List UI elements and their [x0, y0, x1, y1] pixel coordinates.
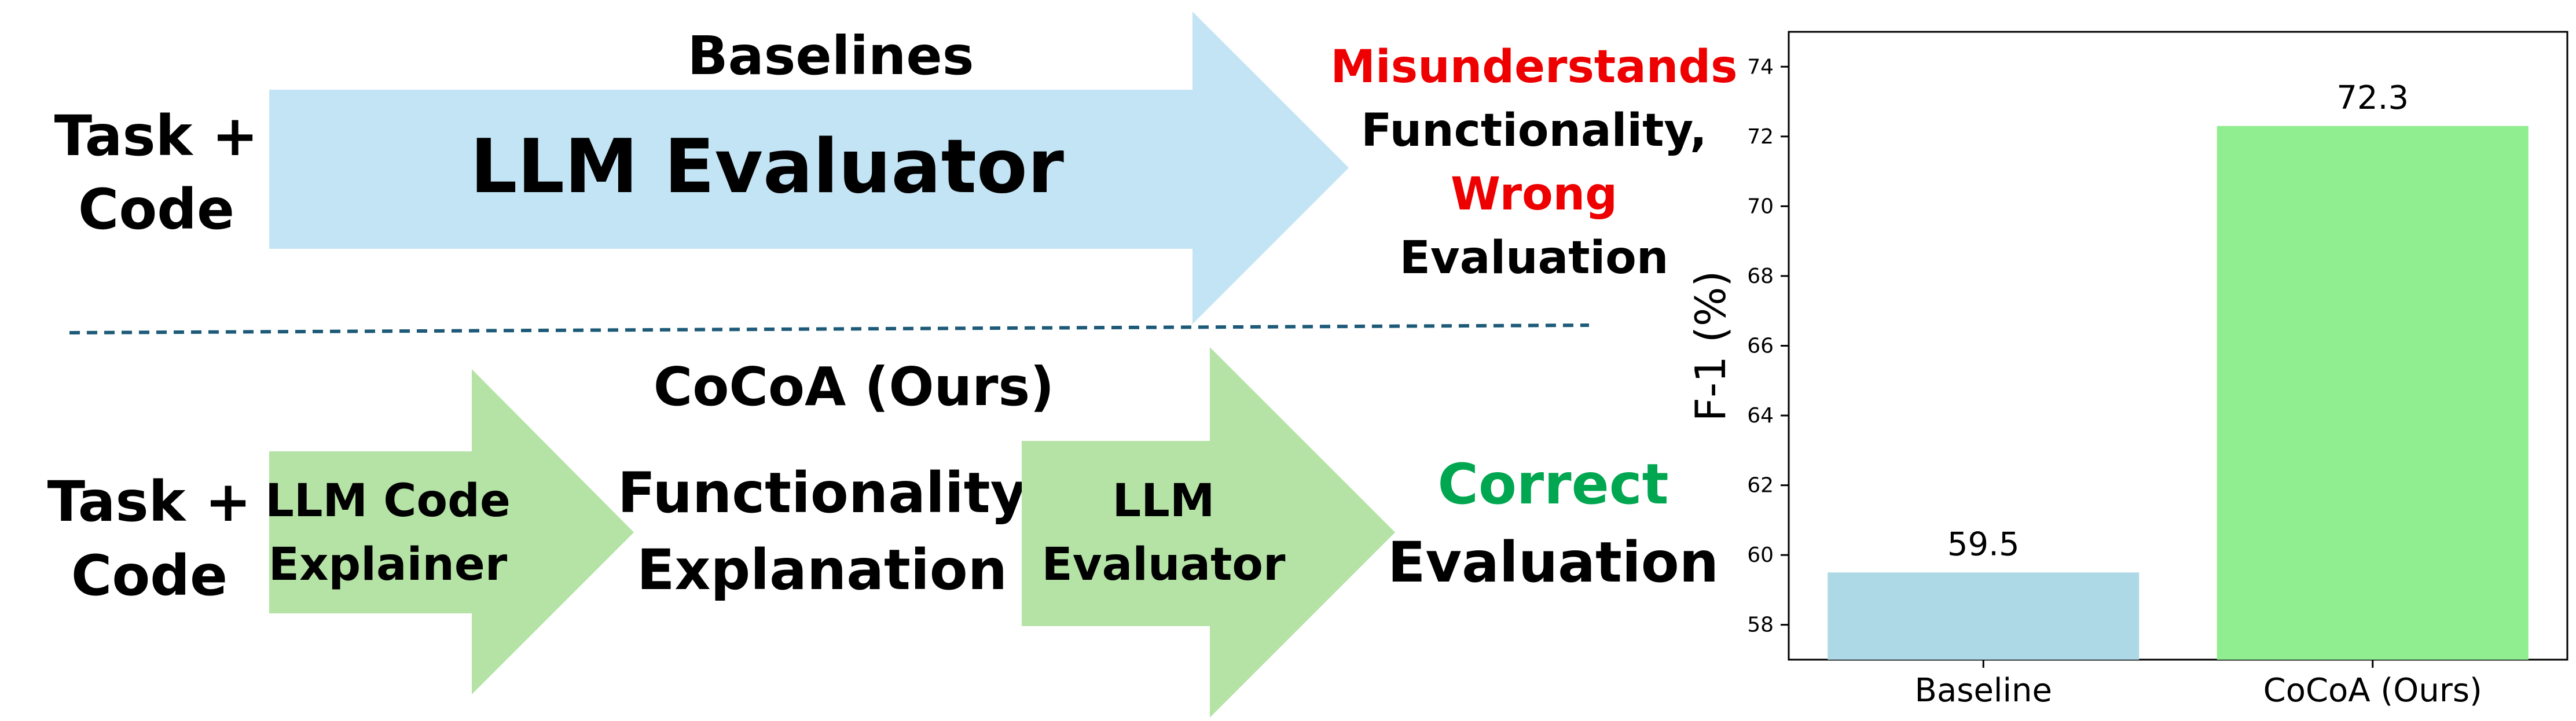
chart-bars: 59.5 72.3: [1828, 79, 2529, 660]
ours-middle-line1: Functionality: [618, 461, 1027, 525]
ours-step1-line1: LLM Code: [265, 475, 511, 527]
ours-heading: CoCoA (Ours): [654, 356, 1055, 418]
bar: [2217, 126, 2529, 660]
y-tick-label: 60: [1747, 543, 1774, 567]
baseline-arrow-label: LLM Evaluator: [470, 124, 1064, 210]
baseline-outcome-line4: Evaluation: [1400, 232, 1669, 284]
y-tick-label: 66: [1747, 334, 1774, 358]
bar-data-label: 59.5: [1947, 525, 2020, 563]
ours-input-line1: Task +: [47, 469, 252, 534]
baseline-heading: Baselines: [687, 25, 974, 87]
row-divider: [69, 323, 1590, 334]
baseline-input-line1: Task +: [54, 104, 259, 168]
y-tick-label: 62: [1747, 474, 1774, 498]
y-tick-label: 74: [1747, 55, 1774, 79]
bar-data-label: 72.3: [2336, 79, 2409, 117]
ours-step2-line1: LLM: [1112, 475, 1214, 527]
y-tick-label: 70: [1747, 194, 1774, 218]
ours-step1-line2: Explainer: [269, 539, 508, 591]
x-tick-label: Baseline: [1915, 672, 2052, 709]
baseline-big-arrow: [269, 12, 1349, 324]
x-tick-label: CoCoA (Ours): [2263, 672, 2482, 709]
x-axis-ticks: Baseline CoCoA (Ours): [1915, 660, 2482, 709]
y-tick-label: 58: [1747, 613, 1774, 637]
ours-step1-arrow: [269, 369, 634, 694]
y-axis-ticks: 58 60 62 64 66 68 70 72 74: [1747, 55, 1789, 637]
ours-middle-line2: Explanation: [637, 538, 1007, 602]
y-tick-label: 68: [1747, 264, 1774, 288]
y-tick-label: 72: [1747, 125, 1774, 149]
f1-bar-chart: 58 60 62 64 66 68 70 72 74 59.5 72.3 Baseline CoCo…: [1686, 31, 2568, 709]
baseline-outcome-line2: Functionality,: [1361, 105, 1707, 157]
y-axis-label: F-1 (%): [1686, 271, 1735, 422]
ours-step2-line2: Evaluator: [1041, 539, 1286, 591]
baseline-outcome-line3: Wrong: [1451, 168, 1617, 220]
baseline-outcome-line1: Misunderstands: [1330, 41, 1737, 93]
ours-outcome-line2: Evaluation: [1388, 530, 1719, 595]
ours-input-line2: Code: [71, 543, 227, 608]
ours-step2-arrow: [1022, 347, 1395, 718]
y-tick-label: 64: [1747, 404, 1774, 428]
bar: [1828, 572, 2140, 660]
ours-outcome-line1: Correct: [1438, 452, 1669, 517]
baseline-input-line2: Code: [78, 177, 234, 242]
